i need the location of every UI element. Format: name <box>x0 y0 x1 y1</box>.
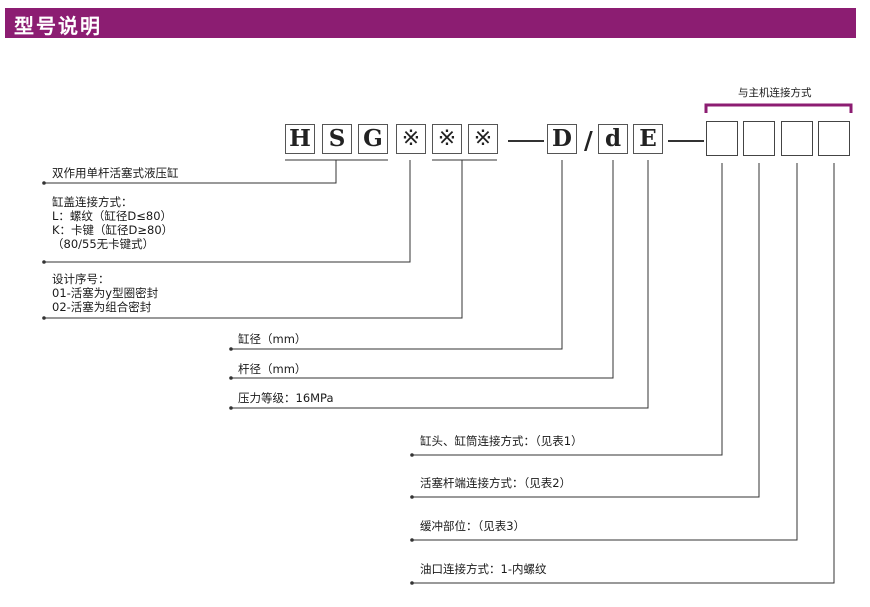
page-title: 型号说明 <box>14 14 102 38</box>
label-cover-connection-K: K：卡键（缸径D≥80） <box>52 223 174 237</box>
code-box-g: G <box>358 124 388 154</box>
label-cover-connection-note: （80/55无卡键式） <box>52 237 155 251</box>
bracket-label: 与主机连接方式 <box>738 87 812 99</box>
label-design-serial-title: 设计序号： <box>52 272 110 286</box>
dot-5 <box>229 376 233 380</box>
connector-3 <box>44 160 463 319</box>
connector-5 <box>231 160 614 379</box>
connector-8 <box>412 163 760 498</box>
dot-10 <box>410 581 414 585</box>
dot-6 <box>229 406 233 410</box>
code-box-x1: ※ <box>396 124 426 154</box>
code-box-D: D <box>547 124 577 154</box>
connector-9 <box>412 163 798 541</box>
code-box-d: d <box>598 124 628 154</box>
connector-7 <box>412 163 723 456</box>
separator-dash <box>508 140 544 142</box>
label-cylinder-type: 双作用单杆活塞式液压缸 <box>52 166 179 180</box>
label-bore: 缸径（mm） <box>238 332 307 346</box>
dot-1 <box>42 181 46 185</box>
code-box-E: E <box>633 124 663 154</box>
empty-box-3 <box>781 121 813 156</box>
connector-10 <box>412 163 835 584</box>
empty-box-4 <box>818 121 850 156</box>
label-cover-connection-L: L：螺纹（缸径D≤80） <box>52 209 173 223</box>
label-design-serial-02: 02-活塞为组合密封 <box>52 300 152 314</box>
label-rod: 杆径（mm） <box>238 362 307 376</box>
header-bar <box>5 8 856 38</box>
connector-6 <box>231 160 649 409</box>
label-pressure: 压力等级：16MPa <box>238 391 334 405</box>
separator-dash-2 <box>668 140 704 142</box>
code-slash: / <box>584 126 593 155</box>
empty-box-2 <box>743 121 775 156</box>
dot-4 <box>229 347 233 351</box>
dot-3 <box>42 316 46 320</box>
connector-2 <box>44 160 411 263</box>
label-design-serial-01: 01-活塞为y型圈密封 <box>52 286 159 300</box>
dot-2 <box>42 260 46 264</box>
bracket-line <box>704 103 853 113</box>
connector-4 <box>231 160 563 350</box>
dot-7 <box>410 453 414 457</box>
label-head-tube-connection: 缸头、缸筒连接方式：（见表1） <box>420 434 583 448</box>
connector-1 <box>44 160 337 184</box>
empty-box-1 <box>706 121 738 156</box>
label-port-connection: 油口连接方式：1-内螺纹 <box>420 562 547 576</box>
dot-8 <box>410 495 414 499</box>
label-cushion-position: 缓冲部位：（见表3） <box>420 519 526 533</box>
code-box-h: H <box>285 124 315 154</box>
code-box-x2: ※ <box>432 124 462 154</box>
label-cover-connection-title: 缸盖连接方式： <box>52 195 133 209</box>
code-box-x3: ※ <box>468 124 498 154</box>
code-box-s: S <box>322 124 352 154</box>
dot-9 <box>410 538 414 542</box>
label-rod-end-connection: 活塞杆端连接方式：（见表2） <box>420 476 572 490</box>
